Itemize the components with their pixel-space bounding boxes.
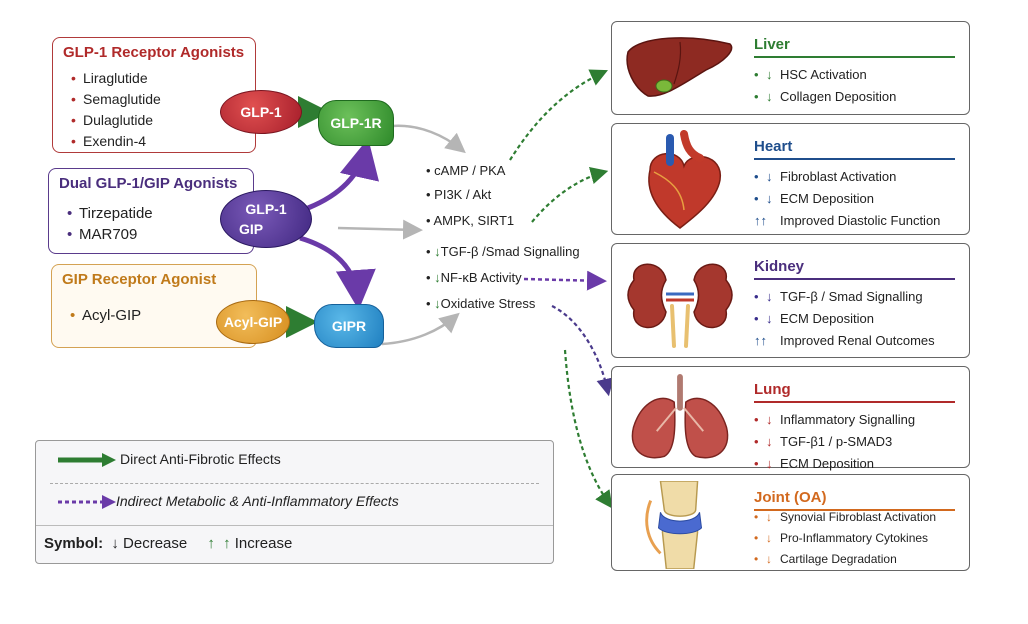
organ-name: Lung (754, 381, 791, 398)
dual-ligand: GLP-1 GIP (220, 190, 312, 248)
organ-panel-joint: Joint (OA) •↓Synovial Fibroblast Activat… (611, 474, 970, 571)
mech-to-lung-arrow (551, 305, 614, 397)
list-item: •↓Cartilage Degradation (754, 552, 897, 566)
lung-icon (631, 373, 729, 459)
dual-to-glp1r-arrow (307, 138, 379, 211)
list-item: •↓TGF-β1 / p-SMAD3 (754, 434, 893, 449)
organ-title-rule (754, 509, 955, 511)
heart-icon (648, 130, 721, 229)
list-item: •↓Collagen Deposition (754, 89, 897, 104)
legend-symbol-label: Symbol: (44, 535, 104, 552)
dual-ligand-line2: GIP (239, 221, 264, 237)
list-item: •↓Pro-Inflammatory Cytokines (754, 531, 929, 545)
organ-effects: •↓HSC Activation •↓Collagen Deposition (754, 64, 896, 108)
increase-arrow-icon: ↑ (223, 535, 231, 552)
list-item: •↓Synovial Fibroblast Activation (754, 510, 937, 524)
mechanism-item: • ↓Oxidative Stress (426, 296, 536, 311)
mechanism-item: • cAMP / PKA (426, 163, 506, 178)
legend-increase-label: Increase (234, 535, 293, 552)
gip-agonist-title: GIP Receptor Agonist (62, 271, 217, 288)
gip-receptor: GIPR (314, 304, 384, 348)
gip-drug-list: Acyl-GIP (70, 305, 141, 326)
indirect-effect-arrow-icon (58, 495, 116, 509)
list-item: Tirzepatide (67, 203, 153, 224)
legend-box: Direct Anti-Fibrotic Effects Indirect Me… (35, 440, 554, 564)
list-item: MAR709 (67, 224, 153, 245)
liver-icon (626, 37, 733, 97)
dual-to-mech-arrow (337, 219, 423, 240)
organ-panel-lung: Lung •↓Inflammatory Signalling •↓TGF-β1 … (611, 366, 970, 471)
decrease-symbol: ↓ (434, 270, 441, 285)
list-item: Exendin-4 (71, 131, 161, 152)
list-item: •↓TGF-β / Smad Signalling (754, 289, 923, 304)
organ-title-rule (754, 401, 955, 403)
organ-effects: •↓Fibroblast Activation •↓ECM Deposition… (754, 166, 940, 232)
organ-name: Liver (754, 36, 790, 53)
organ-title-rule (754, 158, 955, 160)
list-item: Semaglutide (71, 89, 161, 110)
dual-agonists-title: Dual GLP-1/GIP Agonists (59, 175, 238, 192)
glp1-ligand: GLP-1 (220, 90, 302, 134)
glp1r-to-mech-arrow (391, 124, 466, 154)
organ-panel-kidney: Kidney •↓TGF-β / Smad Signalling •↓ECM D… (611, 243, 970, 358)
list-item: •↓ECM Deposition (754, 311, 874, 326)
glp1-receptor: GLP-1R (318, 100, 394, 146)
list-item: ↑↑Improved Renal Outcomes (754, 333, 935, 348)
dual-drug-list: Tirzepatide MAR709 (67, 203, 153, 245)
mech-to-liver-arrow (509, 69, 608, 161)
decrease-symbol: ↓ (434, 296, 441, 311)
legend-decrease-label: Decrease (123, 535, 188, 552)
organ-name: Joint (OA) (754, 489, 827, 506)
list-item: Dulaglutide (71, 110, 161, 131)
decrease-arrow-icon: ↓ (111, 535, 119, 552)
legend-symbol-row: Symbol: ↓ Decrease ↑ ↑ Increase (44, 535, 292, 552)
mech-to-joint-arrow (563, 349, 613, 509)
list-item: Acyl-GIP (70, 305, 141, 326)
glp1-agonists-title: GLP-1 Receptor Agonists (63, 44, 245, 61)
list-item: •↓HSC Activation (754, 67, 867, 82)
list-item: •↓Fibroblast Activation (754, 169, 897, 184)
dual-ligand-line1: GLP-1 (245, 201, 287, 217)
organ-title-rule (754, 56, 955, 58)
list-item: Liraglutide (71, 68, 161, 89)
gipr-to-mech-arrow (381, 312, 460, 346)
acyl-gip-ligand: Acyl-GIP (216, 300, 290, 344)
legend-indirect-label: Indirect Metabolic & Anti-Inflammatory E… (116, 493, 399, 509)
decrease-symbol: ↓ (434, 244, 441, 259)
legend-divider (36, 525, 553, 526)
list-item: •↓ECM Deposition (754, 456, 874, 471)
mechanism-item: • ↓TGF-β /Smad Signalling (426, 244, 580, 259)
mech-to-kidney-arrow (523, 270, 607, 291)
list-item: ↑↑Improved Diastolic Function (754, 213, 941, 228)
glp1-drug-list: Liraglutide Semaglutide Dulaglutide Exen… (71, 68, 161, 152)
list-item: •↓ECM Deposition (754, 191, 874, 206)
dual-to-gipr-arrow (299, 235, 376, 310)
joint-icon (645, 481, 703, 569)
kidney-icon (627, 263, 733, 348)
increase-arrow-icon: ↑ (207, 535, 215, 552)
organ-panel-liver: Liver •↓HSC Activation •↓Collagen Deposi… (611, 21, 970, 115)
organ-panel-heart: Heart •↓Fibroblast Activation •↓ECM Depo… (611, 123, 970, 235)
list-item: •↓Inflammatory Signalling (754, 412, 916, 427)
mechanism-item: • PI3K / Akt (426, 187, 492, 202)
organ-title-rule (754, 278, 955, 280)
mech-to-heart-arrow (531, 167, 609, 223)
mechanism-item: • ↓NF-κB Activity (426, 270, 522, 285)
mechanism-item: • AMPK, SIRT1 (426, 213, 515, 228)
organ-name: Kidney (754, 258, 805, 275)
organ-name: Heart (754, 138, 793, 155)
direct-effect-arrow-icon (58, 453, 116, 467)
legend-direct-label: Direct Anti-Fibrotic Effects (120, 451, 281, 467)
organ-effects: •↓TGF-β / Smad Signalling •↓ECM Depositi… (754, 286, 935, 352)
organ-effects: •↓Inflammatory Signalling •↓TGF-β1 / p-S… (754, 409, 915, 475)
glp1-agonists-box: GLP-1 Receptor Agonists Liraglutide Sema… (52, 37, 256, 153)
legend-divider (50, 483, 539, 484)
organ-effects: •↓Synovial Fibroblast Activation •↓Pro-I… (754, 507, 936, 570)
